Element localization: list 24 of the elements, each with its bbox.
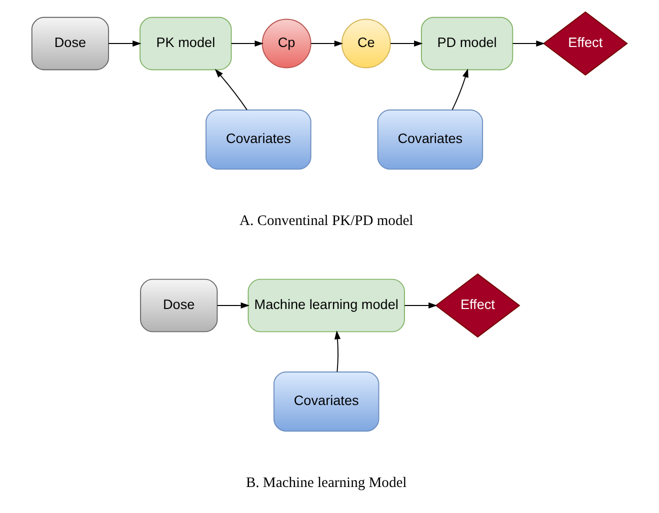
node-circle: Cp [262, 18, 312, 68]
node-box: Covariates [273, 371, 380, 432]
node-diamond: Effect [542, 11, 628, 76]
arrow [452, 68, 468, 110]
arrow [310, 40, 344, 47]
arrow [108, 40, 142, 47]
label: A. Conventinal PK/PD model [239, 212, 414, 229]
node-diamond: Effect [435, 273, 520, 338]
arrow [214, 68, 248, 110]
arrow [216, 302, 250, 309]
node-box: PK model [140, 16, 232, 70]
arrow [404, 302, 438, 309]
arrow [512, 40, 545, 47]
node-box: Dose [31, 16, 110, 70]
arrow [334, 330, 341, 372]
node-circle: Ce [341, 18, 391, 68]
node-box: Covariates [377, 110, 484, 170]
node-box: PD model [420, 16, 514, 70]
node-box: Covariates [206, 110, 312, 170]
arrow [230, 40, 264, 47]
node-box: Dose [140, 278, 218, 332]
arrow [390, 40, 423, 47]
node-box: Machine learning model [248, 278, 405, 332]
label: B. Machine learning Model [246, 474, 407, 491]
